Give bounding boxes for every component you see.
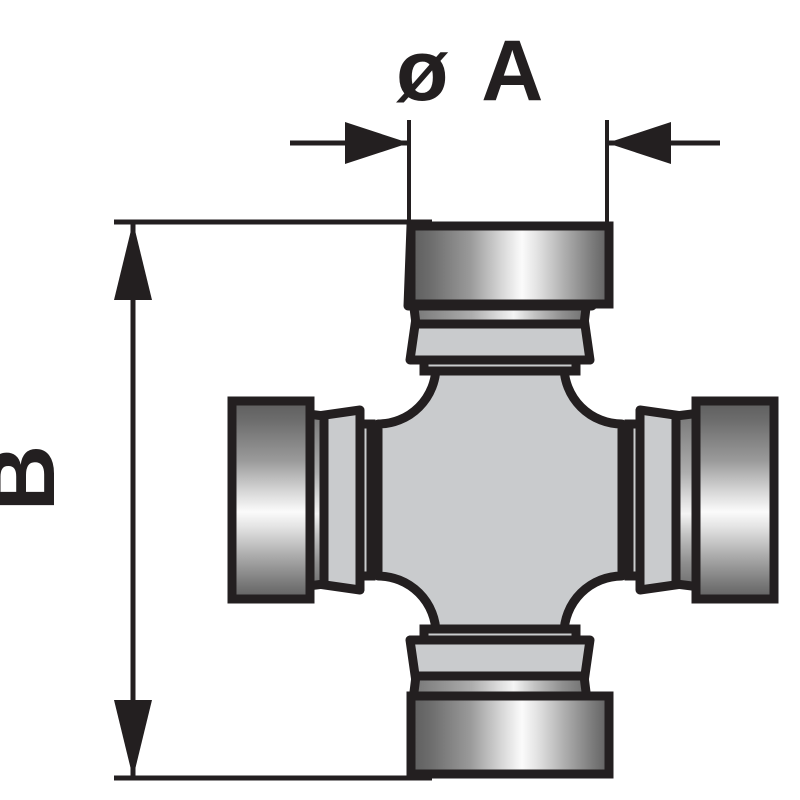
bearing-cap-left xyxy=(227,396,376,604)
dimension-label-diameter-a: ø A xyxy=(396,23,550,119)
cross-body xyxy=(373,361,627,639)
dimension-b-extension-lines xyxy=(114,219,432,781)
bearing-cap-bottom xyxy=(405,624,614,779)
dimension-a-extension-lines xyxy=(407,120,609,238)
bearing-cap-top xyxy=(403,221,614,376)
dimension-label-overall-b: B xyxy=(0,445,74,511)
bearing-cap-right xyxy=(624,396,779,604)
dimension-layer xyxy=(114,120,720,781)
dimension-a-line xyxy=(290,122,720,164)
dimension-b-line xyxy=(114,222,152,778)
